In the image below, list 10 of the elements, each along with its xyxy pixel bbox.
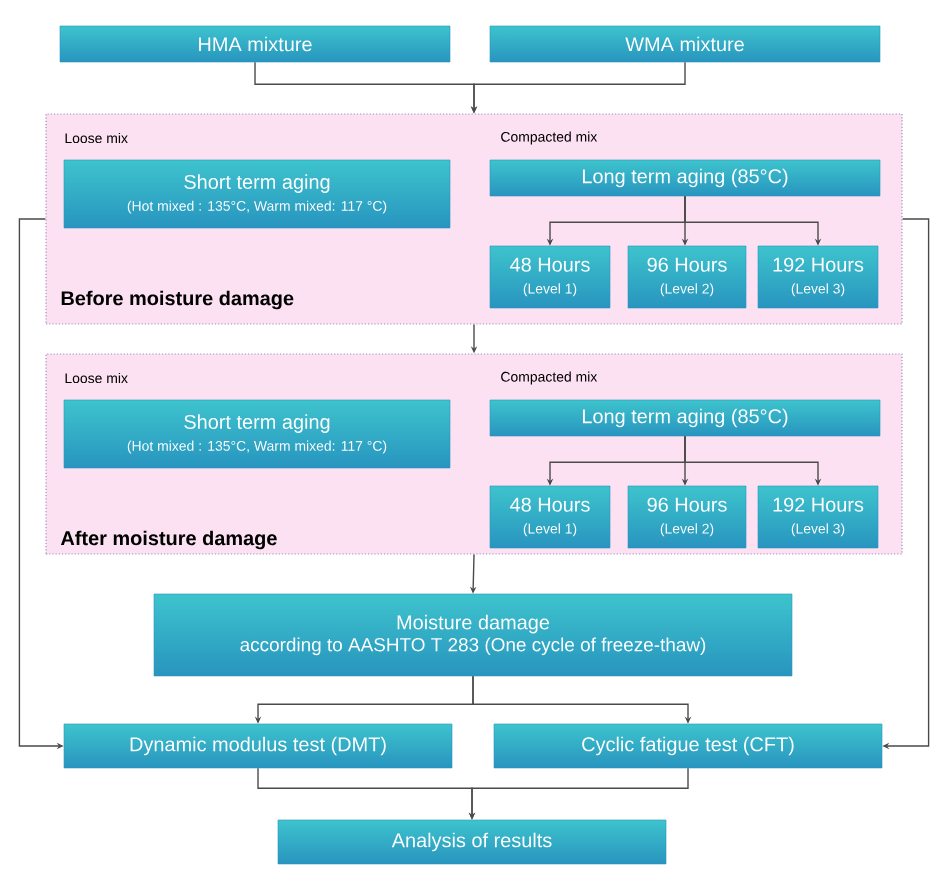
panel-title: After moisture damage <box>60 530 277 550</box>
process-box: Long term aging (85°C) <box>489 159 881 197</box>
process-box: Long term aging (85°C) <box>489 399 881 437</box>
panel-title: Before moisture damage <box>61 290 294 310</box>
process-box: Dynamic modulus test (DMT) <box>63 723 453 769</box>
process-box: Analysis of results <box>277 819 667 865</box>
process-box: HMA mixture <box>59 25 451 63</box>
process-box: WMA mixture <box>489 25 881 63</box>
process-box: Moisture damage according to AASHTO T 283 (One cycle of freeze-thaw) <box>153 593 793 677</box>
process-box: Cyclic fatigue test (CFT) <box>493 723 883 769</box>
